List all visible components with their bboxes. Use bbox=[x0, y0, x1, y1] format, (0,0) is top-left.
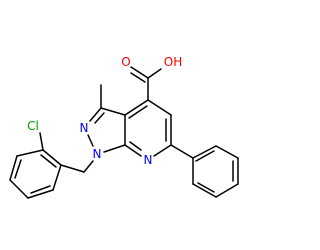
chlorophenyl-bond-1 bbox=[42, 149, 62, 166]
phenyl-bond-1-inner bbox=[195, 150, 215, 162]
phenyl-bond-1 bbox=[192, 145, 217, 159]
bond-c3a-c3 bbox=[100, 107, 126, 116]
bond-aryl-chlorine bbox=[39, 132, 44, 151]
phenyl-ring bbox=[170, 144, 239, 198]
phenyl-bond-5 bbox=[192, 183, 217, 198]
chlorophenyl-bond-5-inner bbox=[30, 185, 51, 194]
bond-c3-n2 bbox=[89, 107, 102, 122]
pyridine-nitrogen-label: N bbox=[144, 153, 153, 167]
pyrazole-n2-label: N bbox=[80, 121, 89, 135]
bond-c3a-c4 bbox=[124, 99, 149, 116]
chlorophenyl-bond-3 bbox=[9, 155, 18, 181]
molecule-structure-diagram: O OH N N N bbox=[9, 55, 239, 199]
bond-n7-c7a-inner bbox=[129, 141, 142, 151]
carboxylic-acid-group: O OH bbox=[121, 55, 182, 101]
bond-n7-c7a bbox=[124, 144, 142, 157]
chlorobenzyl-group: Cl bbox=[9, 119, 94, 199]
chlorophenyl-bond-6 bbox=[52, 164, 62, 191]
bond-ch2-aryl bbox=[60, 164, 85, 173]
chlorophenyl-bond-2 bbox=[16, 149, 44, 157]
phenyl-bond-4 bbox=[215, 183, 239, 198]
bond-c3-n2-inner bbox=[94, 112, 105, 124]
chlorophenyl-bond-3-inner bbox=[14, 159, 22, 179]
bond-c4-c5 bbox=[147, 99, 172, 116]
bond-c3a-c4-inner bbox=[128, 105, 148, 119]
pyrazole-n1-label: N bbox=[93, 147, 102, 161]
chlorine-label: Cl bbox=[27, 119, 39, 133]
chlorophenyl-bond-4 bbox=[9, 179, 29, 199]
pyridine-ring: N bbox=[124, 99, 172, 167]
bond-carboxyl-oxygen-double-b bbox=[130, 72, 146, 83]
chlorophenyl-bond-1-inner bbox=[40, 154, 57, 168]
bond-n1-c7a bbox=[103, 144, 126, 153]
bond-carboxyl-oxygen-double-a bbox=[130, 66, 149, 79]
bond-n2-n1 bbox=[87, 134, 94, 147]
bond-carboxyl-hydroxyl bbox=[147, 68, 162, 79]
bond-n1-ch2 bbox=[83, 160, 94, 173]
bond-c6-n7 bbox=[153, 144, 172, 157]
hydroxyl-label: OH bbox=[164, 55, 182, 69]
carbonyl-oxygen-label: O bbox=[121, 55, 130, 69]
phenyl-bond-2 bbox=[215, 145, 239, 159]
pyrazole-ring: N N bbox=[80, 84, 126, 161]
bond-c6-phenyl bbox=[170, 144, 194, 159]
phenyl-bond-5-inner bbox=[197, 182, 215, 193]
chlorophenyl-bond-5 bbox=[27, 189, 54, 199]
